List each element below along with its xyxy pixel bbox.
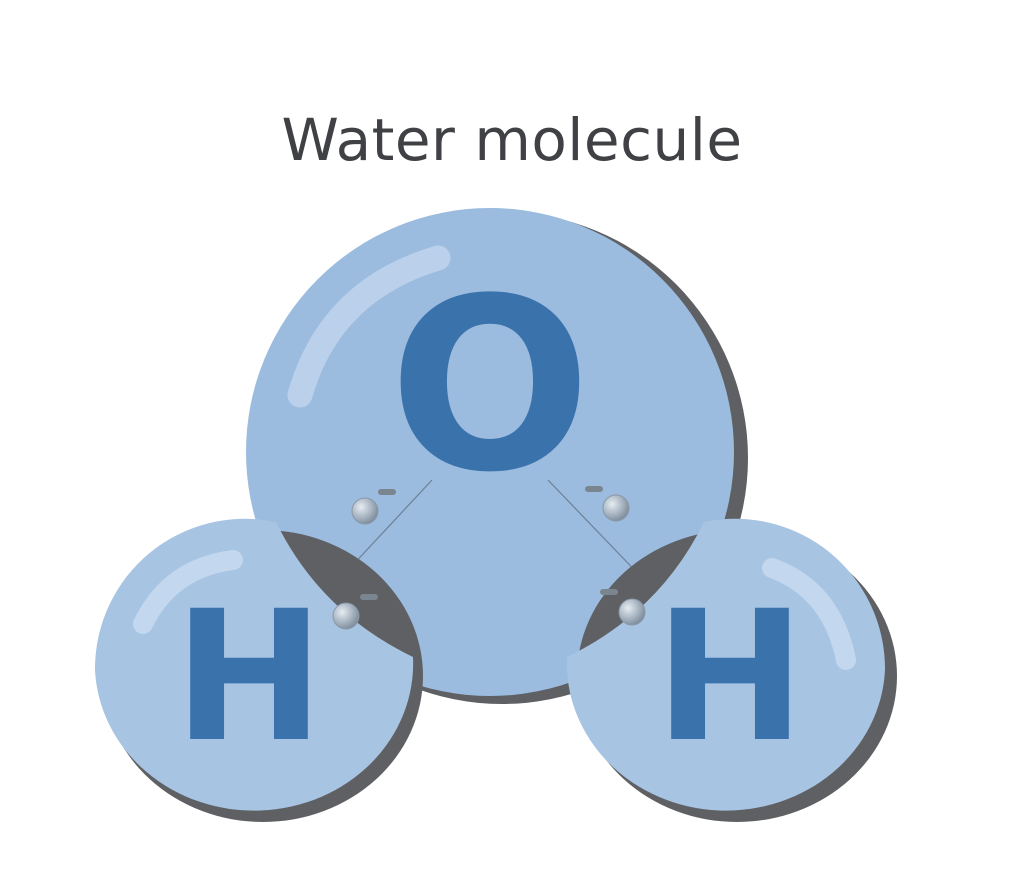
minus-sign-icon [378, 489, 396, 495]
electron-sphere [332, 602, 360, 630]
electron-sphere [618, 598, 646, 626]
hydrogen-right-highlight [762, 558, 856, 670]
hydrogen-left-symbol: H [174, 573, 325, 782]
hydrogen-atom-right: H [566, 518, 897, 822]
minus-sign-icon [585, 486, 603, 492]
electron-lower-right [600, 589, 646, 626]
electron-lower-left [332, 594, 378, 630]
bond-line-right [547, 479, 648, 584]
minus-sign-icon [600, 589, 618, 595]
oxygen-symbol: O [389, 248, 591, 525]
hydrogen-left-highlight [133, 550, 243, 634]
electron-upper-left [351, 489, 396, 525]
oxygen-atom-highlight [287, 245, 451, 408]
hydrogen-right-symbol: H [655, 573, 806, 782]
electron-sphere [351, 497, 379, 525]
minus-sign-icon [360, 594, 378, 600]
diagram-title: Water molecule [281, 106, 743, 174]
electron-upper-right [585, 486, 630, 522]
electron-sphere [602, 494, 630, 522]
